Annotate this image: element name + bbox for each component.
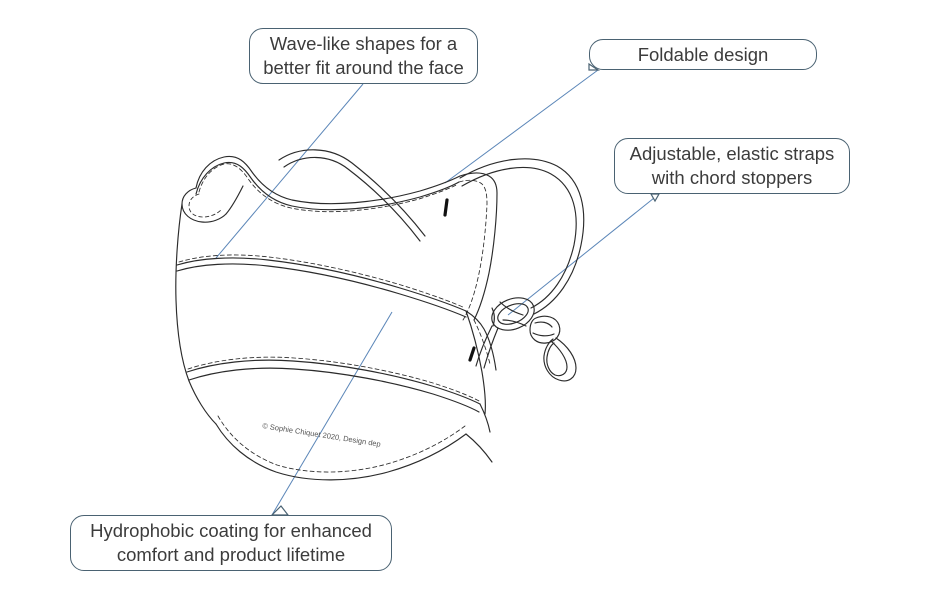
leader-lines <box>215 69 660 516</box>
mask-body-left <box>175 203 217 425</box>
callout-wave-like-shapes[interactable]: Wave-like shapes for a better fit around… <box>249 28 478 84</box>
wave-seam-lower <box>186 356 481 413</box>
callout-tails <box>270 62 661 516</box>
seam-tick-lower <box>468 346 476 362</box>
mask-lower-right-panel <box>465 310 493 463</box>
credit-text: © Sophie Chiquet 2020, Design dep <box>262 421 382 449</box>
ear-strap-loop <box>459 158 585 315</box>
cord-tail-loop <box>543 337 577 382</box>
seam-ticks <box>443 198 476 362</box>
ear-strap-upper-arc <box>278 149 426 242</box>
callout-foldable-label: Foldable design <box>637 43 769 65</box>
callout-straps-label: Adjustable, elastic straps with chord st… <box>629 143 835 188</box>
mask-drawing: © Sophie Chiquet 2020, Design dep <box>175 149 585 481</box>
callout-wave-label: Wave-like shapes for a better fit around… <box>263 33 464 78</box>
mask-left-tab <box>181 185 244 223</box>
mask-top-edge <box>195 155 461 213</box>
callout-foldable-design[interactable]: Foldable design <box>589 39 817 70</box>
mask-chin-edge <box>215 415 467 481</box>
callout-hydrophobic-label: Hydrophobic coating for enhanced comfort… <box>90 520 372 565</box>
callout-adjustable-straps[interactable]: Adjustable, elastic straps with chord st… <box>614 138 850 194</box>
mask-side-panel <box>458 172 498 371</box>
leader-line-hydrophobic <box>271 311 393 516</box>
leader-line-wave <box>215 83 364 259</box>
leader-line-straps <box>507 193 660 316</box>
leader-line-foldable <box>444 69 599 184</box>
wave-seam-upper <box>176 254 467 318</box>
seam-tick-upper <box>443 198 449 217</box>
cord-knot <box>529 315 561 344</box>
callout-tail-straps <box>649 193 661 203</box>
callout-hydrophobic-coating[interactable]: Hydrophobic coating for enhanced comfort… <box>70 515 392 571</box>
cord-stopper <box>491 297 535 331</box>
cord-lower-segment <box>475 325 499 369</box>
